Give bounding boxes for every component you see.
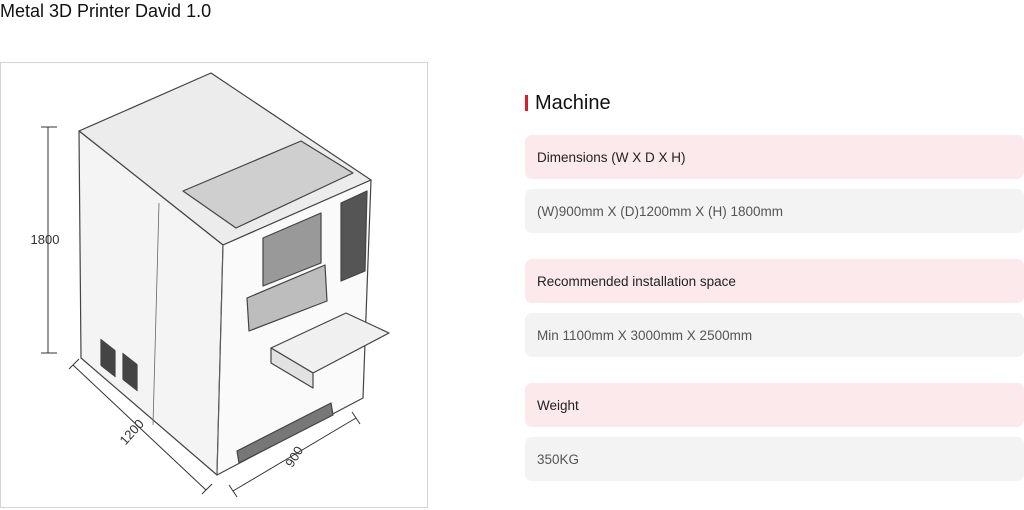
spec-value-installation-space: Min 1100mm X 3000mm X 2500mm <box>525 313 1024 357</box>
spec-panel: Machine Dimensions (W X D X H) (W)900mm … <box>525 88 1024 481</box>
spec-label-weight: Weight <box>525 383 1024 427</box>
machine-body <box>78 72 390 476</box>
spec-label-dimensions: Dimensions (W X D X H) <box>525 135 1024 179</box>
machine-illustration: 1800 1200 900 <box>0 62 428 508</box>
spec-value-weight: 350KG <box>525 437 1024 481</box>
page-title: Metal 3D Printer David 1.0 <box>0 1 212 21</box>
depth-dimension-line <box>72 364 207 491</box>
section-title: Machine <box>535 91 611 114</box>
depth-label: 1200 <box>116 416 146 448</box>
width-dimension-line <box>232 417 357 492</box>
height-label: 1800 <box>31 232 60 247</box>
spec-value-dimensions: (W)900mm X (D)1200mm X (H) 1800mm <box>525 189 1024 233</box>
printer-drawing: 1800 1200 900 <box>31 72 390 498</box>
width-label: 900 <box>282 443 306 469</box>
heading-accent-bar <box>525 95 528 111</box>
section-heading: Machine <box>525 88 1024 118</box>
spec-label-installation-space: Recommended installation space <box>525 259 1024 303</box>
